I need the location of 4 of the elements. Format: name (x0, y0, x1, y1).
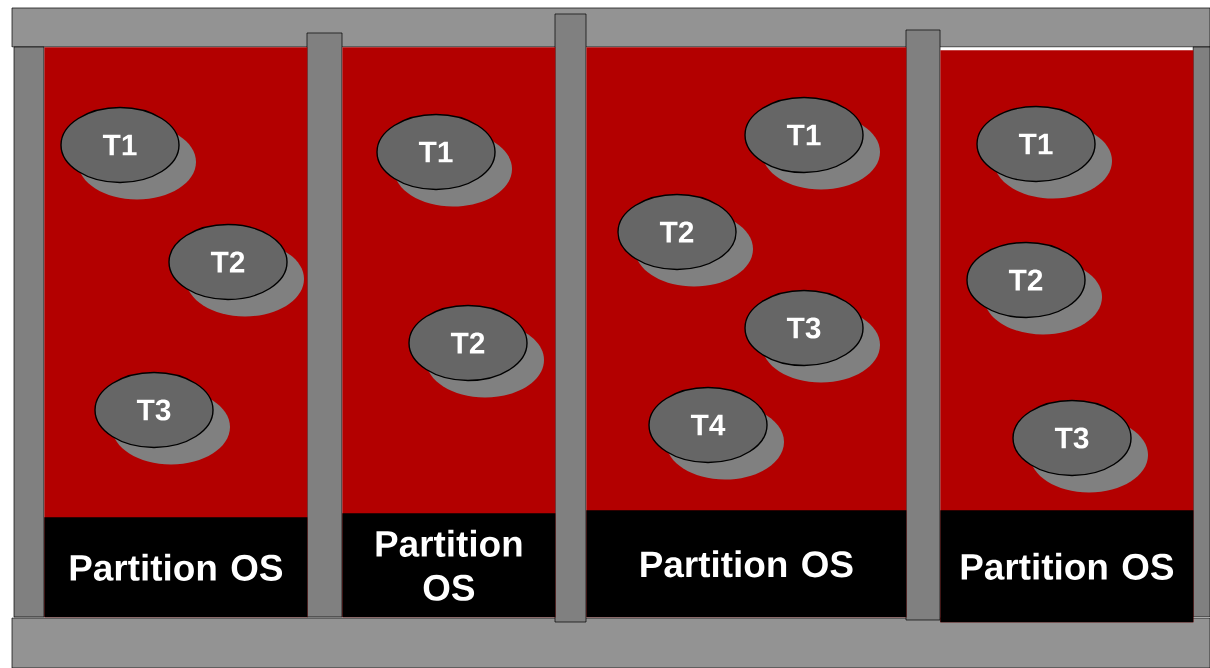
os-label-bar: Partition OS (44, 517, 308, 618)
os-label-bar: Partition OS (940, 510, 1194, 623)
os-label-bar: Partition OS (586, 510, 907, 618)
os-label-bar: Partition OS (342, 513, 556, 618)
